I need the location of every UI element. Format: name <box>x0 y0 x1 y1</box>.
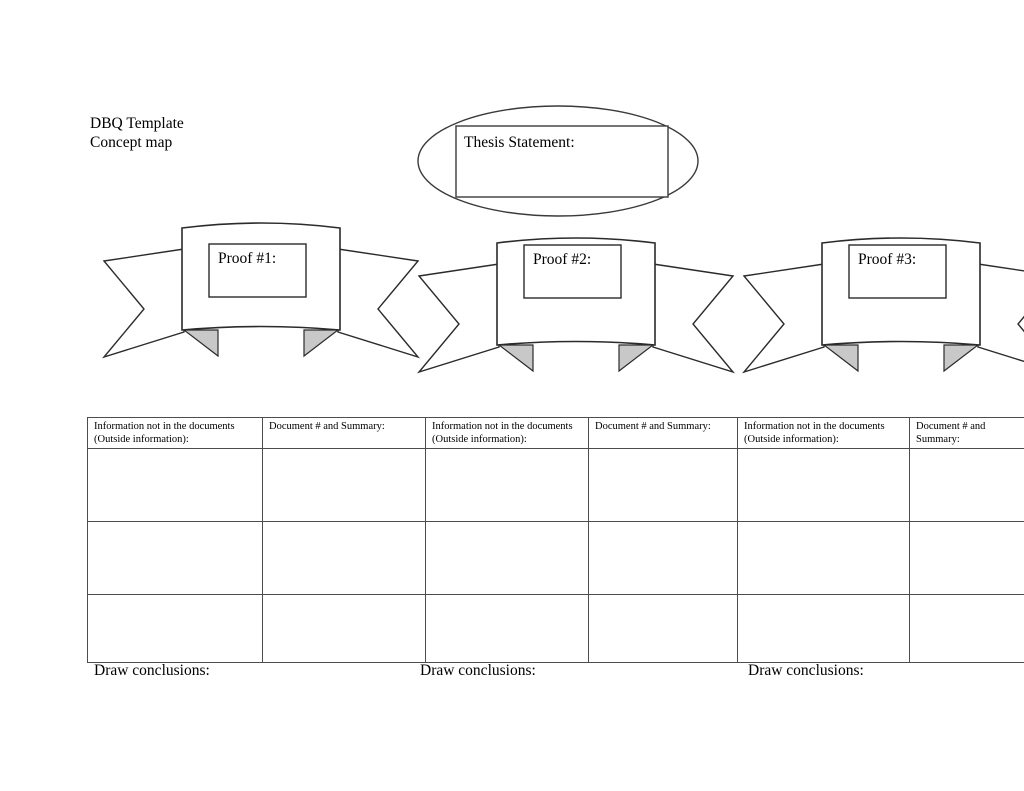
banner-caption-box <box>848 244 947 299</box>
header-outside-information: Information not in the documents (Outsid… <box>87 417 263 449</box>
banner-ribbon-shape <box>741 237 1024 374</box>
cell-outside-information[interactable] <box>737 448 910 522</box>
header-document-summary: Document # and Summary: <box>909 417 1024 449</box>
proof-banner-1[interactable]: Proof #1: <box>96 214 426 374</box>
evidence-table-3[interactable]: Information not in the documents (Outsid… <box>737 417 1024 663</box>
table-row[interactable] <box>87 448 428 522</box>
header-line: Document # and Summary: <box>595 421 711 432</box>
cell-document-summary[interactable] <box>262 448 428 522</box>
proof-label-1: Proof #1: <box>218 250 277 267</box>
cell-outside-information[interactable] <box>737 594 910 663</box>
evidence-table-1[interactable]: Information not in the documents (Outsid… <box>87 417 428 663</box>
table-row[interactable] <box>737 594 1024 663</box>
header-line: Summary: <box>916 433 960 445</box>
banner-left-tail <box>101 248 185 359</box>
banner-ribbon-shape <box>416 237 736 374</box>
proof-banner-3[interactable]: Proof #3: <box>736 229 1024 389</box>
table-row[interactable] <box>87 521 428 595</box>
header-line: Information not in the documents <box>432 421 573 432</box>
cell-outside-information[interactable] <box>425 448 589 522</box>
cell-document-summary[interactable] <box>588 594 739 663</box>
proof-banner-2[interactable]: Proof #2: <box>411 229 741 389</box>
cell-document-summary[interactable] <box>262 594 428 663</box>
thesis-statement-label: Thesis Statement: <box>464 134 575 151</box>
cell-document-summary[interactable] <box>588 521 739 595</box>
header-line: Document # and Summary: <box>269 421 385 432</box>
banner-left-fold-shadow <box>182 329 219 358</box>
thesis-oval-shape <box>417 105 699 217</box>
header-document-summary: Document # and Summary: <box>588 417 739 449</box>
page-title-line-1: DBQ Template <box>90 115 184 132</box>
banner-left-tail <box>416 263 500 374</box>
header-line: Document # and <box>916 421 986 432</box>
cell-document-summary[interactable] <box>909 448 1024 522</box>
banner-right-tail <box>977 263 1024 363</box>
header-line: Information not in the documents <box>744 421 885 432</box>
banner-caption-box <box>523 244 622 299</box>
cell-outside-information[interactable] <box>87 521 263 595</box>
banner-left-fold-shadow <box>497 344 534 373</box>
table-row[interactable] <box>87 594 428 663</box>
banner-ribbon-shape <box>101 222 421 359</box>
cell-outside-information[interactable] <box>87 448 263 522</box>
header-document-summary: Document # and Summary: <box>262 417 428 449</box>
table-header-row: Information not in the documents (Outsid… <box>737 417 1024 449</box>
evidence-table-2[interactable]: Information not in the documents (Outsid… <box>425 417 739 663</box>
page-title: DBQ Template Concept map <box>90 114 184 152</box>
header-line: (Outside information): <box>432 433 527 445</box>
banner-right-tail <box>337 248 421 359</box>
table-row[interactable] <box>737 448 1024 522</box>
thesis-statement-node[interactable]: Thesis Statement: <box>416 104 700 218</box>
banner-right-fold-shadow <box>943 344 980 373</box>
cell-outside-information[interactable] <box>87 594 263 663</box>
draw-conclusions-label-1: Draw conclusions: <box>94 662 210 679</box>
banner-right-tail <box>652 263 736 374</box>
table-header-row: Information not in the documents (Outsid… <box>425 417 739 449</box>
cell-document-summary[interactable] <box>909 594 1024 663</box>
cell-document-summary[interactable] <box>588 448 739 522</box>
table-row[interactable] <box>425 521 739 595</box>
header-outside-information: Information not in the documents (Outsid… <box>737 417 910 449</box>
table-header-row: Information not in the documents (Outsid… <box>87 417 428 449</box>
draw-conclusions-label-2: Draw conclusions: <box>420 662 536 679</box>
table-row[interactable] <box>737 521 1024 595</box>
proof-label-3: Proof #3: <box>858 251 917 268</box>
header-line: Information not in the documents <box>94 421 235 432</box>
header-line: (Outside information): <box>744 433 839 445</box>
table-row[interactable] <box>425 594 739 663</box>
cell-outside-information[interactable] <box>425 521 589 595</box>
banner-left-tail <box>741 263 825 374</box>
banner-caption-box <box>208 243 307 298</box>
cell-outside-information[interactable] <box>425 594 589 663</box>
table-row[interactable] <box>425 448 739 522</box>
banner-left-fold-shadow <box>822 344 859 373</box>
header-outside-information: Information not in the documents (Outsid… <box>425 417 589 449</box>
draw-conclusions-label-3: Draw conclusions: <box>748 662 864 679</box>
cell-document-summary[interactable] <box>909 521 1024 595</box>
cell-document-summary[interactable] <box>262 521 428 595</box>
header-line: (Outside information): <box>94 433 189 445</box>
proof-label-2: Proof #2: <box>533 251 592 268</box>
banner-right-fold-shadow <box>303 329 340 358</box>
page-title-line-2: Concept map <box>90 134 173 151</box>
banner-right-fold-shadow <box>618 344 655 373</box>
cell-outside-information[interactable] <box>737 521 910 595</box>
